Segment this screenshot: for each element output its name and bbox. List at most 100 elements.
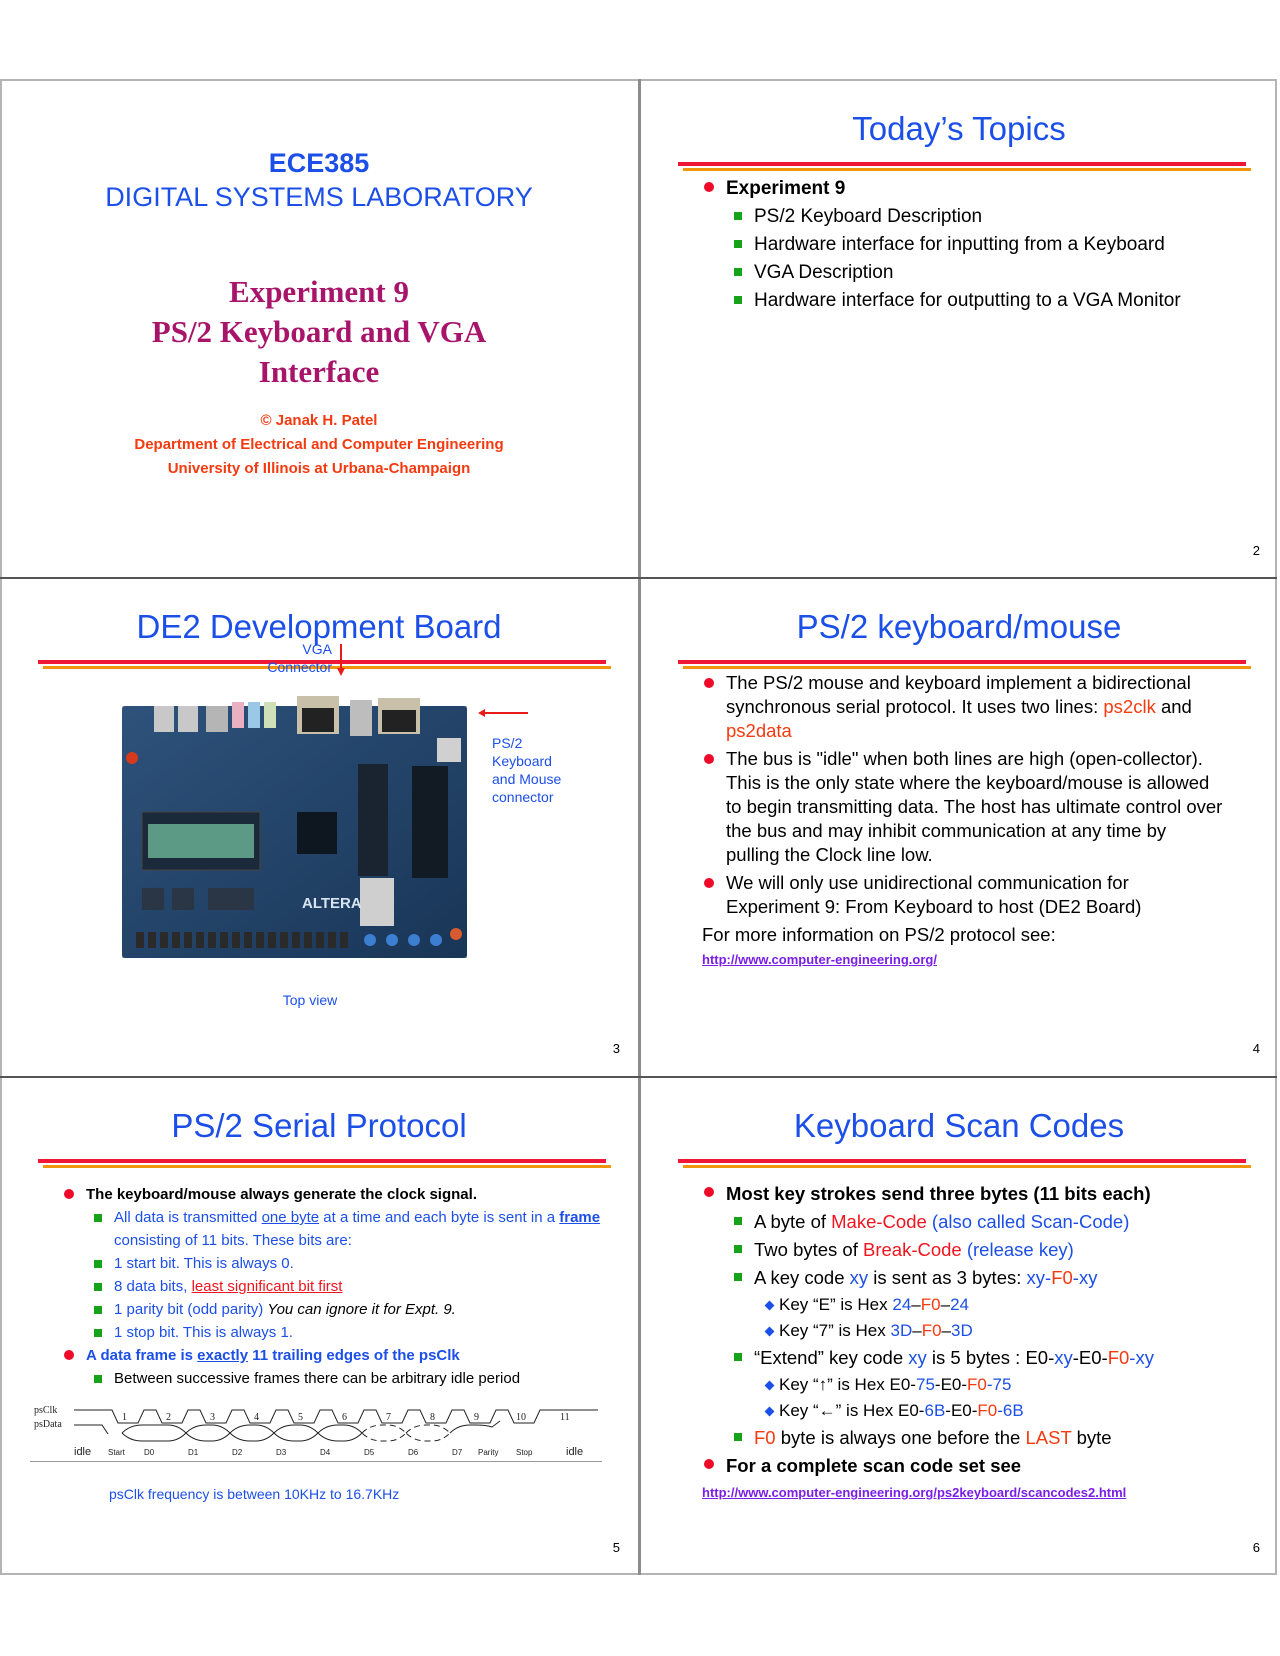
vga-connector-label: VGA Connector xyxy=(267,640,332,676)
text: Key “E” is Hex xyxy=(779,1295,893,1314)
row-divider xyxy=(0,577,1277,579)
text: (also called Scan-Code) xyxy=(926,1211,1130,1232)
emphasis-last: LAST xyxy=(1025,1427,1072,1448)
term-break-code: Break-Code xyxy=(863,1239,962,1260)
slide-title: Keyboard Scan Codes xyxy=(793,1107,1125,1144)
bullet-item: The PS/2 mouse and keyboard implement a … xyxy=(704,671,1224,743)
sub-item: All data is transmitted one byte at a ti… xyxy=(94,1206,624,1252)
sub-item: A key code xy is sent as 3 bytes: xy-F0-… xyxy=(734,1264,1264,1292)
svg-text:D6: D6 xyxy=(408,1448,419,1457)
sub-item: 1 start bit. This is always 0. xyxy=(94,1252,624,1275)
title-rule-red xyxy=(678,162,1246,166)
signal-ps2data: ps2data xyxy=(726,720,792,741)
code: xy xyxy=(849,1267,869,1288)
title-rule-red xyxy=(38,1159,606,1163)
text: – xyxy=(911,1295,921,1314)
emphasis-frame: frame xyxy=(559,1209,601,1226)
note-italic: You can ignore it for Expt. 9. xyxy=(267,1301,456,1318)
code-f0: F0 xyxy=(977,1401,998,1420)
bullet-text: Experiment 9 xyxy=(726,178,846,199)
svg-text:Stop: Stop xyxy=(516,1448,533,1457)
bullet-item: A data frame is exactly 11 trailing edge… xyxy=(64,1344,624,1367)
text: byte xyxy=(1071,1427,1112,1448)
term-make-code: Make-Code xyxy=(831,1211,927,1232)
code-f0: F0 xyxy=(754,1427,776,1448)
code: xy xyxy=(908,1347,927,1368)
title-rule-orange xyxy=(683,1165,1251,1168)
text: Key “7” is Hex xyxy=(779,1321,891,1340)
sub-item: Two bytes of Break-Code (release key) xyxy=(734,1236,1264,1264)
text: - xyxy=(997,1401,1003,1420)
slide-title: PS/2 keyboard/mouse xyxy=(796,608,1122,645)
text: – xyxy=(912,1321,922,1340)
svg-text:idle: idle xyxy=(566,1446,583,1458)
code-f0: F0 xyxy=(1051,1267,1073,1288)
svg-text:7: 7 xyxy=(386,1412,391,1423)
svg-text:D3: D3 xyxy=(276,1448,287,1457)
text: 1 parity bit (odd parity) xyxy=(114,1301,268,1318)
emphasis-lsb-first: least significant bit first xyxy=(191,1278,343,1295)
svg-text:idle: idle xyxy=(74,1446,91,1458)
svg-text:Start: Start xyxy=(108,1448,126,1457)
text: – xyxy=(941,1321,951,1340)
text: is sent as 3 bytes: xyxy=(868,1267,1027,1288)
text: - xyxy=(1129,1347,1136,1368)
page-number: 4 xyxy=(1252,1041,1260,1056)
label-line: VGA xyxy=(302,641,332,657)
row-divider xyxy=(0,1076,1277,1078)
text: A key code xyxy=(754,1267,850,1288)
experiment-line-3: Interface xyxy=(258,354,380,389)
example-item: Key “E” is Hex 24–F0–24 xyxy=(766,1292,1264,1318)
code: xy- xyxy=(1026,1267,1052,1288)
computer-engineering-link[interactable]: http://www.computer-engineering.org/ xyxy=(702,952,937,967)
svg-text:10: 10 xyxy=(516,1412,526,1423)
text: -E0- xyxy=(945,1401,978,1420)
page-number: 2 xyxy=(1252,543,1260,558)
text: byte is always one before the xyxy=(775,1427,1026,1448)
title-rule-red xyxy=(38,660,606,664)
code: -xy xyxy=(1072,1267,1098,1288)
scancodes-link[interactable]: http://www.computer-engineering.org/ps2k… xyxy=(702,1485,1127,1500)
sub-item: “Extend” key code xy is 5 bytes : E0-xy-… xyxy=(734,1344,1264,1372)
frequency-note: psClk frequency is between 10KHz to 16.7… xyxy=(109,1486,400,1502)
signal-ps2clk: ps2clk xyxy=(1103,696,1156,717)
text: 8 data bits, xyxy=(114,1278,192,1295)
svg-text:D1: D1 xyxy=(188,1448,199,1457)
slide-3-de2-board: DE2 Development Board VGA Connector xyxy=(0,578,638,1076)
code-f0: F0 xyxy=(920,1295,941,1314)
svg-text:2: 2 xyxy=(166,1412,171,1423)
text: at a time and each byte is sent in a xyxy=(319,1209,560,1226)
code: 24 xyxy=(892,1295,912,1314)
topic-item: Hardware interface for inputting from a … xyxy=(734,231,1181,259)
title-rule-orange xyxy=(683,168,1251,171)
code: 75 xyxy=(992,1375,1012,1394)
bullet-item: For a complete scan code set see xyxy=(704,1452,1264,1480)
code: 6B xyxy=(1002,1401,1024,1420)
bullet-item: Most key strokes send three bytes (11 bi… xyxy=(704,1180,1264,1208)
example-item: Key “7” is Hex 3D–F0–3D xyxy=(766,1318,1264,1344)
code: 6B xyxy=(924,1401,946,1420)
bullet-text: The PS/2 mouse and keyboard implement a … xyxy=(726,672,1191,717)
code: 3D xyxy=(890,1321,913,1340)
svg-text:psData: psData xyxy=(34,1419,62,1430)
code: xy xyxy=(1054,1347,1073,1368)
experiment-line-2: PS/2 Keyboard and VGA xyxy=(151,314,487,349)
de2-board-photo: ALTERA xyxy=(122,694,474,962)
text: – xyxy=(940,1295,951,1314)
svg-text:6: 6 xyxy=(342,1412,347,1423)
svg-text:D2: D2 xyxy=(232,1448,243,1457)
slide-5-serial-protocol: PS/2 Serial Protocol The keyboard/mouse … xyxy=(0,1077,638,1575)
example-item: Key “←” is Hex E0-6B-E0-F0-6B xyxy=(766,1398,1264,1424)
text: Key “←” is Hex E0- xyxy=(779,1401,925,1420)
svg-text:4: 4 xyxy=(254,1412,259,1423)
photo-caption: Top view xyxy=(282,992,338,1008)
arrow-down-icon xyxy=(337,644,345,676)
label-line: and Mouse xyxy=(492,771,562,787)
label-line: Keyboard xyxy=(492,753,552,769)
title-rule-orange xyxy=(683,666,1251,669)
sub-item: A byte of Make-Code (also called Scan-Co… xyxy=(734,1208,1264,1236)
text: - xyxy=(986,1375,993,1394)
course-code: ECE385 xyxy=(268,148,370,178)
text: All data is transmitted xyxy=(114,1209,262,1226)
title-rule-orange xyxy=(43,666,611,669)
